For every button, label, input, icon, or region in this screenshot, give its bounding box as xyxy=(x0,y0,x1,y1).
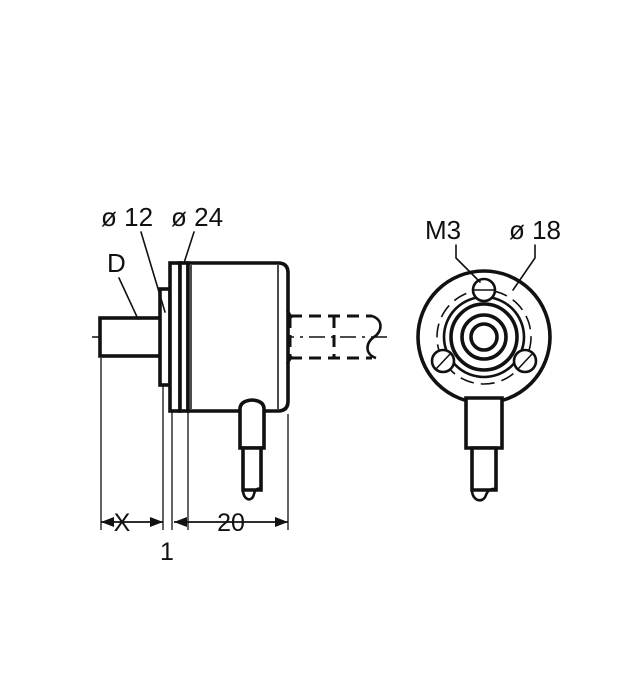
shaft xyxy=(98,316,166,358)
cable-body xyxy=(241,446,263,492)
rear-connector-hidden xyxy=(285,309,382,365)
dim-arrow-x-right xyxy=(150,517,163,527)
front-view-annotations: M3 ø 18 xyxy=(425,215,561,291)
side-view: ø 12 ø 24 D X 1 xyxy=(92,202,392,566)
housing-outline xyxy=(186,261,290,413)
label-thread: M3 xyxy=(425,215,461,245)
dim-label-twenty: 20 xyxy=(217,509,245,537)
leader-d18 xyxy=(512,244,536,291)
m3-holes xyxy=(430,277,538,374)
housing-body xyxy=(186,261,290,413)
leader-m3 xyxy=(455,244,481,283)
cable-exit-side xyxy=(238,398,266,501)
cable-break-symbol xyxy=(241,487,263,501)
shaft-body xyxy=(98,316,166,358)
label-shaft-diameter: ø 12 xyxy=(101,202,153,232)
dimension-block: X 1 20 xyxy=(100,358,289,566)
dim-label-one: 1 xyxy=(160,538,174,566)
leader-shaft-letter xyxy=(118,277,139,320)
label-flange-diameter: ø 24 xyxy=(171,202,223,232)
front-cable-gland xyxy=(464,396,504,450)
leader-d12 xyxy=(140,231,166,313)
flange-stack xyxy=(158,261,190,413)
dim-label-x: X xyxy=(114,509,131,537)
shaft-bore-circle xyxy=(469,322,499,352)
label-shaft-letter: D xyxy=(107,248,126,278)
front-cable-body xyxy=(470,446,498,492)
cable-gland xyxy=(238,398,266,450)
dim-arrow-twenty-right xyxy=(275,517,288,527)
connector-break-symbol xyxy=(366,314,382,360)
label-bolt-circle: ø 18 xyxy=(509,215,561,245)
dim-arrow-twenty-left xyxy=(174,517,187,527)
leader-d24 xyxy=(183,231,195,264)
connector-joint-bottom xyxy=(285,355,294,365)
front-cable-break-symbol xyxy=(470,487,497,502)
side-view-annotations: ø 12 ø 24 D xyxy=(101,202,223,320)
front-view: M3 ø 18 xyxy=(416,215,561,502)
cable-exit-front xyxy=(464,396,504,502)
m3-hole-lower-left-slot xyxy=(435,352,452,370)
m3-hole-lower-right-slot xyxy=(517,352,534,370)
dim-arrow-x-left xyxy=(101,517,114,527)
connector-joint-top xyxy=(285,309,294,319)
